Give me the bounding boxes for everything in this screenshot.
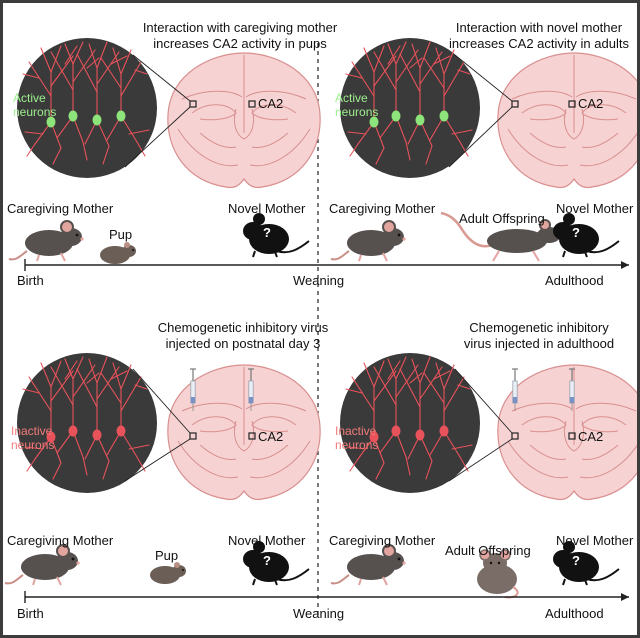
novel-mother-label-bottom-left: Novel Mother — [228, 533, 306, 548]
active-neurons-label-top-right: Active neurons — [335, 91, 379, 119]
adult-offspring-label-top: Adult Offspring — [459, 211, 545, 226]
novel-mother-label-top-left: Novel Mother — [228, 201, 306, 216]
caregiving-mother-label-top-right: Caregiving Mother — [329, 201, 436, 216]
zoom-box-bottom-right — [511, 432, 519, 440]
adulthood-label-top: Adulthood — [545, 273, 604, 288]
weaning-label-top: Weaning — [293, 273, 345, 288]
pup-mouse-bottom — [150, 562, 186, 584]
neuron-circle-bottom-left — [16, 352, 158, 494]
ca2-label-top-left: CA2 — [258, 96, 284, 111]
heading-top-right: Interaction with novel mother increases … — [449, 20, 629, 51]
ca2-label-bottom-right: CA2 — [578, 429, 604, 444]
ca2-label-bottom-left: CA2 — [258, 429, 284, 444]
pup-label-bottom: Pup — [155, 548, 179, 563]
question-mark-top-right: ? — [572, 225, 580, 240]
caregiving-mother-mouse-top-right — [330, 220, 407, 262]
adult-offspring-label-bottom: Adult Offspring — [445, 543, 531, 558]
zoom-lines-bottom-left — [124, 368, 191, 482]
zoom-lines-top-left — [124, 54, 191, 168]
timeline-arrow-bottom — [24, 591, 629, 603]
caregiving-mother-mouse-bottom-left — [4, 544, 81, 586]
question-mark-bottom-right: ? — [572, 553, 580, 568]
caregiving-mother-label-bottom-left: Caregiving Mother — [7, 533, 114, 548]
brain-section-top-left — [167, 52, 321, 189]
weaning-label-bottom: Weaning — [293, 606, 345, 621]
zoom-box-top-left — [189, 100, 197, 108]
brain-section-bottom-right — [497, 364, 637, 501]
question-mark-top-left: ? — [263, 225, 271, 240]
heading-top-left: Interaction with caregiving mother incre… — [142, 20, 338, 51]
heading-bottom-right: Chemogenetic inhibitory virus injected i… — [463, 320, 615, 351]
zoom-box-top-right — [511, 100, 519, 108]
caregiving-mother-label-top-left: Caregiving Mother — [7, 201, 114, 216]
zoom-lines-bottom-right — [448, 368, 513, 482]
adulthood-label-bottom: Adulthood — [545, 606, 604, 621]
question-mark-bottom-left: ? — [263, 553, 271, 568]
ca2-box-bottom-left — [248, 432, 256, 440]
novel-mother-mouse-top-left — [242, 212, 310, 258]
heading-bottom-left: Chemogenetic inhibitory virus injected o… — [157, 320, 329, 351]
pup-label-top: Pup — [109, 227, 133, 242]
caregiving-mother-mouse-top-left — [8, 220, 85, 262]
caregiving-mother-mouse-bottom-right — [330, 544, 407, 586]
active-neurons-label-top-left: Active neurons — [13, 91, 57, 119]
birth-label-top: Birth — [17, 273, 44, 288]
ca2-box-top-right — [568, 100, 576, 108]
inactive-neurons-label-bottom-right: Inactive neurons — [335, 424, 379, 452]
zoom-lines-top-right — [448, 54, 513, 168]
pup-mouse-top — [100, 242, 136, 264]
novel-mother-label-top-right: Novel Mother — [556, 201, 634, 216]
ca2-box-bottom-right — [568, 432, 576, 440]
timeline-arrow-top — [24, 259, 629, 271]
birth-label-bottom: Birth — [17, 606, 44, 621]
ca2-box-top-left — [248, 100, 256, 108]
novel-mother-mouse-top-right — [552, 212, 620, 258]
novel-mother-label-bottom-right: Novel Mother — [556, 533, 634, 548]
ca2-label-top-right: CA2 — [578, 96, 604, 111]
zoom-box-bottom-left — [189, 432, 197, 440]
brain-section-top-right — [497, 52, 637, 189]
inactive-neurons-label-bottom-left: Inactive neurons — [11, 424, 55, 452]
caregiving-mother-label-bottom-right: Caregiving Mother — [329, 533, 436, 548]
figure-artwork — [4, 37, 637, 615]
